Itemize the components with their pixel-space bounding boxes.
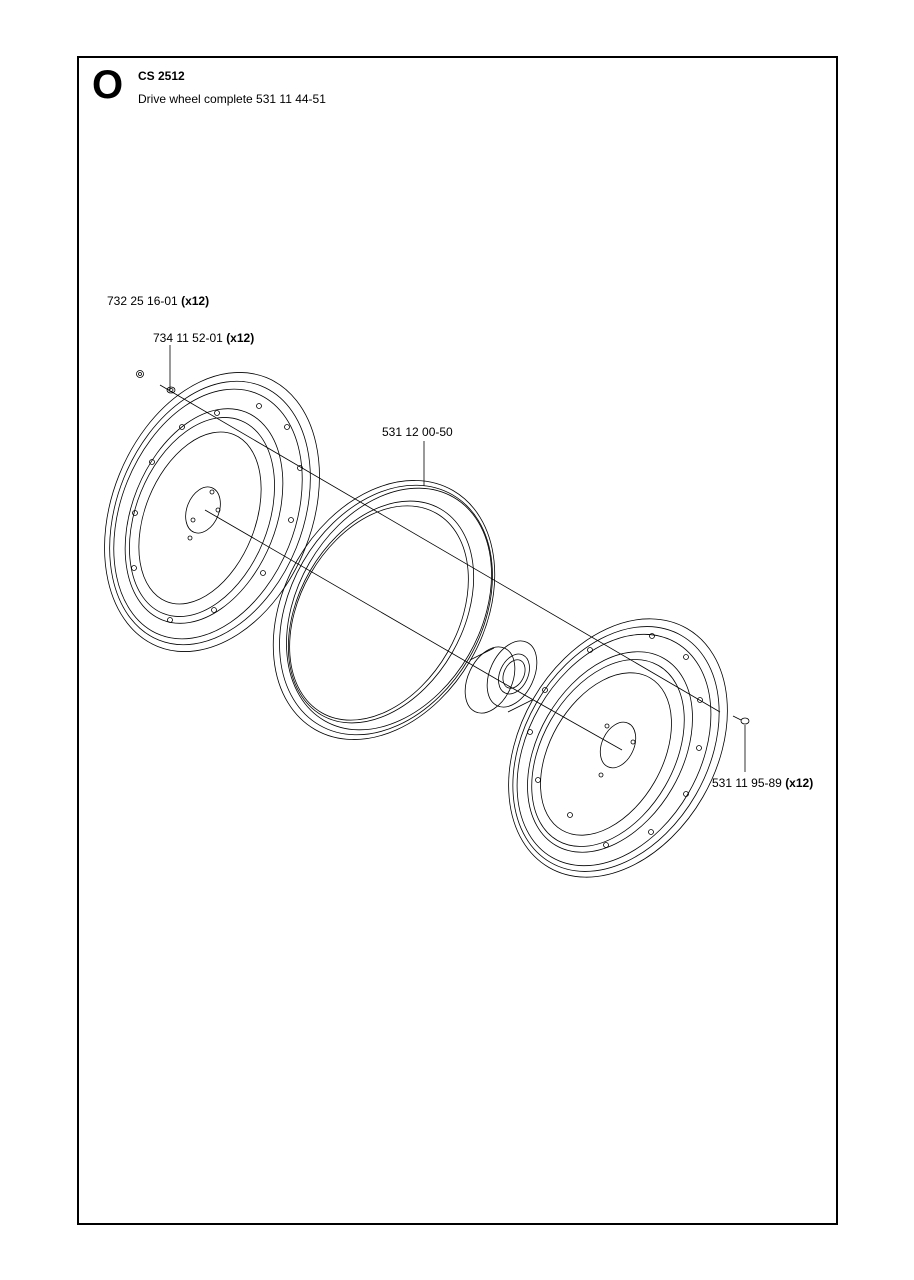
- part-label-732-25-16-01: 732 25 16-01 (x12): [107, 294, 209, 308]
- screw-fastener: [732, 715, 750, 725]
- bearing: [464, 640, 538, 714]
- part-number: 531 12 00-50: [382, 425, 453, 439]
- part-number: 734 11 52-01: [153, 331, 223, 345]
- part-number: 531 11 95-89: [712, 776, 782, 790]
- assembly-description: Drive wheel complete 531 11 44-51: [138, 92, 326, 106]
- section-letter: O: [92, 63, 124, 107]
- nut-fastener: [136, 370, 144, 378]
- part-qty: (x12): [226, 331, 255, 345]
- part-label-531-12-00-50: 531 12 00-50: [382, 425, 453, 439]
- part-qty: (x12): [181, 294, 210, 308]
- model-title: CS 2512: [138, 69, 185, 83]
- left-wheel-flange: [104, 372, 320, 652]
- drive-ring: [272, 480, 496, 740]
- washer-fastener: [166, 386, 176, 394]
- page-frame: [77, 56, 838, 1225]
- assembly-axis-lines: [159, 384, 721, 751]
- part-label-734-11-52-01: 734 11 52-01 (x12): [153, 331, 254, 345]
- part-qty: (x12): [785, 776, 814, 790]
- part-label-531-11-95-89: 531 11 95-89 (x12): [712, 776, 813, 790]
- right-wheel-flange: [508, 618, 728, 878]
- part-number: 732 25 16-01: [107, 294, 178, 308]
- leader-lines: [169, 345, 746, 772]
